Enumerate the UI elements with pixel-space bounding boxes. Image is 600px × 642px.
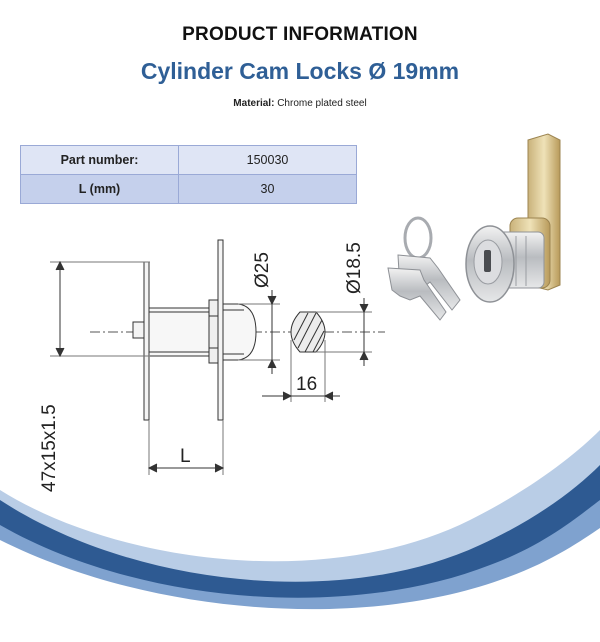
spec-table: Part number: 150030 L (mm) 30 — [20, 145, 357, 204]
dim-arrow — [282, 391, 293, 401]
spec-row-part-number: Part number: 150030 — [20, 145, 357, 175]
dim-arrow — [359, 303, 369, 314]
page-heading: PRODUCT INFORMATION — [182, 24, 418, 45]
hatch — [304, 319, 323, 353]
dim-arrow — [55, 260, 65, 271]
dim-arrow — [214, 463, 225, 473]
key-ring — [403, 216, 433, 260]
threaded-body — [148, 307, 214, 357]
dim-label-l: L — [180, 446, 191, 467]
hatch — [297, 312, 317, 349]
product-title: Cylinder Cam Locks Ø 19mm — [140, 58, 460, 84]
wave-white-fill — [0, 528, 600, 642]
material-line: Material: Chrome plated steel — [0, 98, 600, 109]
hatch — [312, 330, 325, 353]
material-value: Chrome plated steel — [277, 98, 367, 109]
dim-arrow — [147, 463, 158, 473]
dim-arrow — [359, 350, 369, 361]
dim-label-d185: Ø18.5 — [344, 242, 365, 294]
dim-arrow — [55, 347, 65, 358]
dim-arrow — [267, 358, 277, 369]
spec-row-length: L (mm) 30 — [20, 174, 357, 204]
spec-value: 30 — [178, 174, 357, 204]
key-icon — [387, 267, 447, 321]
dim-arrow — [267, 295, 277, 306]
spec-label: Part number: — [20, 145, 179, 175]
keyhole-icon — [484, 250, 491, 272]
spec-label: L (mm) — [20, 174, 179, 204]
dim-label-cam: 47x15x1.5 — [39, 404, 60, 492]
dim-label-d25: Ø25 — [252, 252, 273, 288]
nut — [208, 299, 219, 364]
material-label: Material: — [233, 98, 275, 109]
spec-value: 150030 — [178, 145, 357, 175]
hatch — [293, 312, 309, 341]
dim-label-16: 16 — [296, 374, 317, 395]
spindle-pin — [132, 321, 145, 339]
dim-arrow — [323, 391, 334, 401]
head-dome — [222, 303, 257, 361]
